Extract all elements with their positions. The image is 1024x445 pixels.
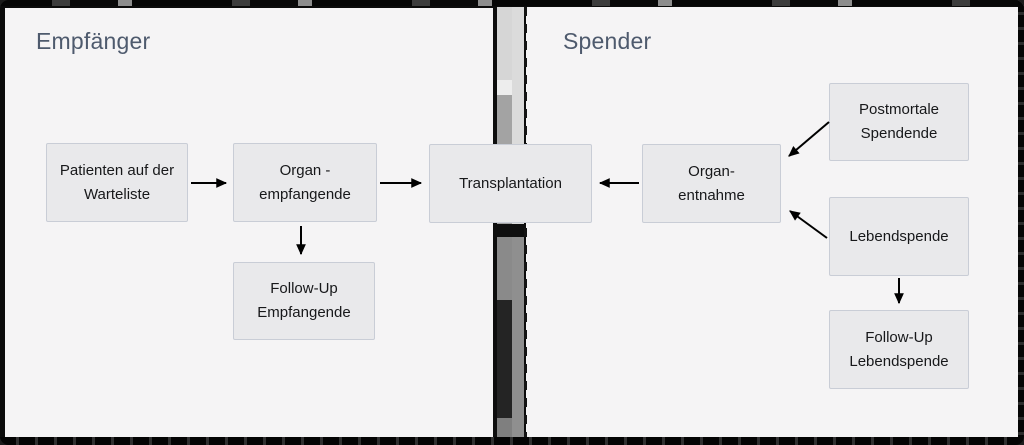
node-label-line: entnahme bbox=[678, 186, 745, 204]
node-followup-empfangende: Follow-Up Empfangende bbox=[233, 262, 375, 340]
scan-frame-right bbox=[1018, 0, 1024, 445]
node-label-line: Empfangende bbox=[257, 304, 351, 321]
node-followup-lebendspende: Follow-Up Lebendspende bbox=[829, 310, 969, 389]
scan-frame-bottom bbox=[0, 437, 1024, 445]
page-seam-dark-band bbox=[494, 224, 526, 237]
node-label-line: Lebendspende bbox=[849, 352, 949, 370]
node-postmortale-spendende: Postmortale Spendende bbox=[829, 83, 969, 161]
empfaenger-panel bbox=[5, 8, 493, 437]
node-lebendspende: Lebendspende bbox=[829, 197, 969, 276]
node-label-line: Patienten auf der bbox=[59, 161, 175, 179]
node-label-line: Spendende bbox=[860, 125, 938, 142]
scan-frame-top bbox=[0, 0, 1024, 6]
node-organ-entnahme: Organ- entnahme bbox=[642, 144, 781, 223]
node-patienten-warteliste: Patienten auf der Warteliste bbox=[46, 143, 188, 222]
node-label-line: empfangende bbox=[259, 185, 351, 203]
node-label-line: Organ- bbox=[688, 162, 735, 180]
node-label-line: Follow-Up bbox=[270, 280, 338, 297]
left-panel-title: Empfänger bbox=[36, 28, 151, 54]
node-label-line: Warteliste bbox=[83, 185, 151, 203]
node-label-line: Follow-Up bbox=[865, 328, 933, 346]
node-transplantation: Transplantation bbox=[429, 144, 592, 223]
node-label-line: Organ - bbox=[279, 161, 331, 179]
node-organ-empfangende: Organ - empfangende bbox=[233, 143, 377, 222]
node-label-line: Lebendspende bbox=[849, 227, 949, 245]
node-label-line: Transplantation bbox=[459, 174, 562, 192]
right-panel-title: Spender bbox=[563, 28, 652, 54]
node-label-line: Postmortale bbox=[858, 101, 940, 118]
